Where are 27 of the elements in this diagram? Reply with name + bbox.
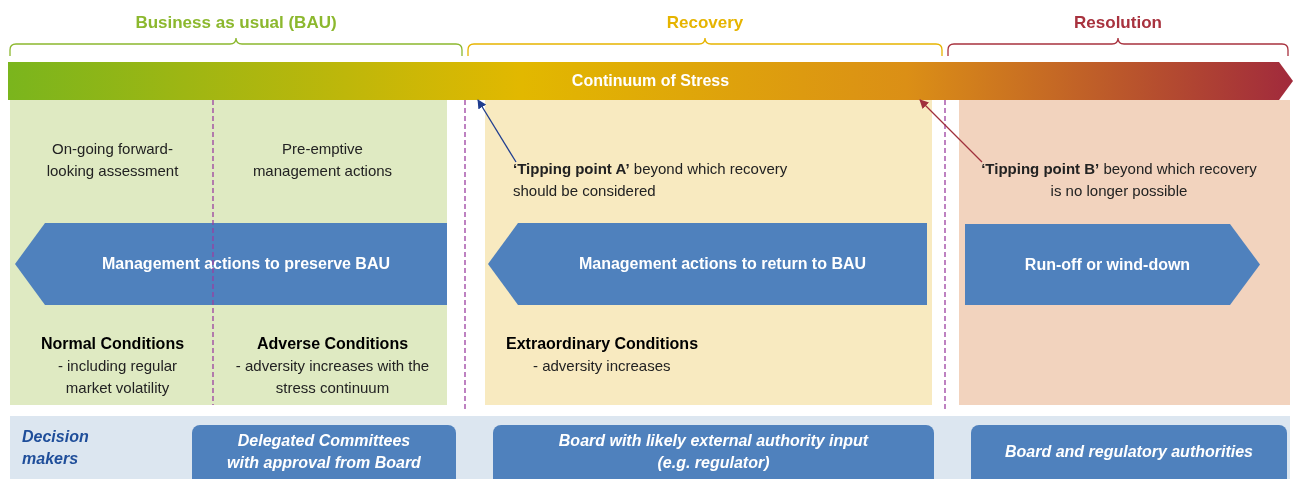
action-banner: Run-off or wind-down: [965, 224, 1260, 305]
stage-label: Business as usual (BAU): [134, 12, 338, 34]
decision-maker-box: Board and regulatory authorities: [971, 425, 1287, 479]
action-banner: Management actions to return to BAU: [488, 223, 927, 305]
stage-panel: [485, 100, 932, 405]
stage-label: Resolution: [1073, 12, 1163, 34]
body-text: - adversity increases: [533, 356, 672, 376]
body-text: - including regular market volatility: [56, 356, 179, 398]
body-text: - adversity increases with the stress continuum: [234, 356, 431, 398]
stage-panel: [959, 100, 1290, 405]
tipping-point-note: ‘Tipping point B’ beyond which recovery is no longer possible: [979, 158, 1259, 202]
body-text: Pre-emptive management actions: [251, 139, 394, 181]
heading-text: Normal Conditions: [39, 334, 186, 354]
decision-makers-band: [10, 416, 1290, 479]
heading-text: Extraordinary Conditions: [506, 334, 700, 354]
tipping-point-note: ‘Tipping point A’ beyond which recovery should be considered: [513, 158, 795, 202]
stage-label: Recovery: [665, 12, 745, 34]
arrow: [477, 99, 517, 163]
stress-continuum-bar: Continuum of Stress: [8, 62, 1293, 100]
decision-maker-box: Delegated Committees with approval from Board: [192, 425, 456, 479]
arrow: [919, 99, 983, 163]
row-heading: Decision makers: [22, 427, 90, 469]
stage-panel: [10, 100, 447, 405]
action-banner: Management actions to preserve BAU: [15, 223, 447, 305]
decision-maker-box: Board with likely external authority input (e.g. regulator): [493, 425, 934, 479]
heading-text: Adverse Conditions: [255, 334, 410, 354]
body-text: On-going forward-looking assessment: [45, 139, 180, 181]
